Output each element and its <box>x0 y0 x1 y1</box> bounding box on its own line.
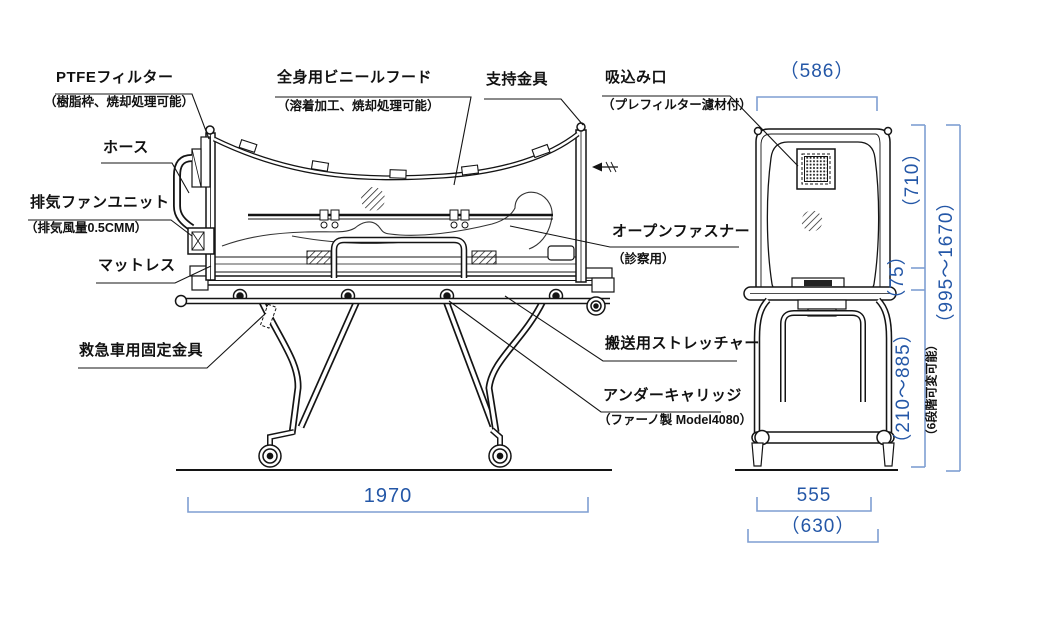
hood-posts <box>205 122 587 283</box>
label-exhaust-fan: 排気ファンユニット <box>30 194 170 211</box>
label-ambulance-bracket: 救急車用固定金具 <box>79 342 204 359</box>
stretcher-platform <box>189 265 615 316</box>
label-ptfe-filter-note: （樹脂枠、焼却処理可能） <box>44 95 195 109</box>
label-mattress: マットレス <box>98 257 176 274</box>
patient-silhouette <box>221 191 553 250</box>
dim-leg-height: （210～885） <box>893 323 915 453</box>
label-stretcher: 搬送用ストレッチャー <box>605 335 760 352</box>
dim-overall-width: （630） <box>780 516 856 537</box>
dim-base-thickness: （75） <box>887 245 909 309</box>
exhaust-fan-unit <box>187 227 215 255</box>
airflow-arrow-icon <box>592 161 618 173</box>
suction-port <box>796 148 836 190</box>
label-undercarriage-note: （ファーノ製 Model4080） <box>598 413 753 427</box>
side-pole <box>174 294 610 308</box>
dim-leg-height-note: （6段階可変可能） <box>924 338 939 442</box>
label-suction-port-note: （プレフィルター濾材付） <box>602 98 752 112</box>
mattress <box>214 250 576 265</box>
leader-ambulance-bracket <box>78 312 267 369</box>
label-undercarriage: アンダーキャリッジ <box>603 387 742 404</box>
hose-tube <box>173 154 195 232</box>
label-open-fastener: オープンファスナー <box>612 223 751 240</box>
handle-bar <box>330 236 468 278</box>
zipper-line <box>248 209 553 229</box>
dim-bracket-555 <box>756 497 872 512</box>
leader-mattress <box>96 265 212 284</box>
label-suction-port: 吸込み口 <box>605 69 668 86</box>
dim-line-right-inner <box>911 124 926 468</box>
dim-top-width: （586） <box>779 61 855 82</box>
dim-bracket-586 <box>756 96 878 111</box>
leader-undercarriage <box>448 300 721 413</box>
label-open-fastener-note: （診察用） <box>612 252 675 266</box>
undercarriage-wheel-right <box>488 444 512 468</box>
leader-support-bracket <box>484 98 584 126</box>
leader-hose <box>101 162 190 194</box>
dim-line-right-outer <box>946 124 961 472</box>
leader-suction-port <box>602 95 799 167</box>
side-view <box>173 122 618 471</box>
leader-ptfe-filter <box>55 93 210 140</box>
leader-stretcher <box>504 295 737 362</box>
end-view <box>735 126 898 471</box>
undercarriage-wheel-left <box>258 444 282 468</box>
hood-top-curve <box>212 132 580 181</box>
headrest <box>547 245 575 261</box>
label-exhaust-fan-note: （排気風量0.5CMM） <box>25 221 148 235</box>
dim-bracket-630 <box>747 529 879 543</box>
dimension-brackets <box>187 96 961 543</box>
ptfe-filter-unit <box>191 136 211 188</box>
label-ptfe-filter: PTFEフィルター <box>56 69 174 86</box>
leader-open-fastener <box>509 225 739 248</box>
dim-hood-height: （710） <box>902 142 924 218</box>
label-support-bracket: 支持金具 <box>486 71 549 88</box>
dim-bracket-1970 <box>187 497 589 513</box>
undercarriage-legs <box>257 298 547 468</box>
dim-base-width: 555 <box>796 485 832 506</box>
vinyl-sheen-hatch <box>361 187 385 211</box>
end-vinyl-sheen-hatch <box>801 210 823 232</box>
label-vinyl-hood: 全身用ビニールフード <box>277 69 433 86</box>
leader-lines <box>28 93 799 413</box>
leader-exhaust-fan <box>28 219 193 237</box>
label-hose: ホース <box>103 139 149 156</box>
label-vinyl-hood-note: （溶着加工、焼却処理可能） <box>277 99 440 113</box>
leader-vinyl-hood <box>275 96 472 186</box>
end-legs <box>751 297 895 467</box>
dim-overall-length: 1970 <box>363 485 413 507</box>
dim-overall-height: （995～1670） <box>936 191 958 333</box>
